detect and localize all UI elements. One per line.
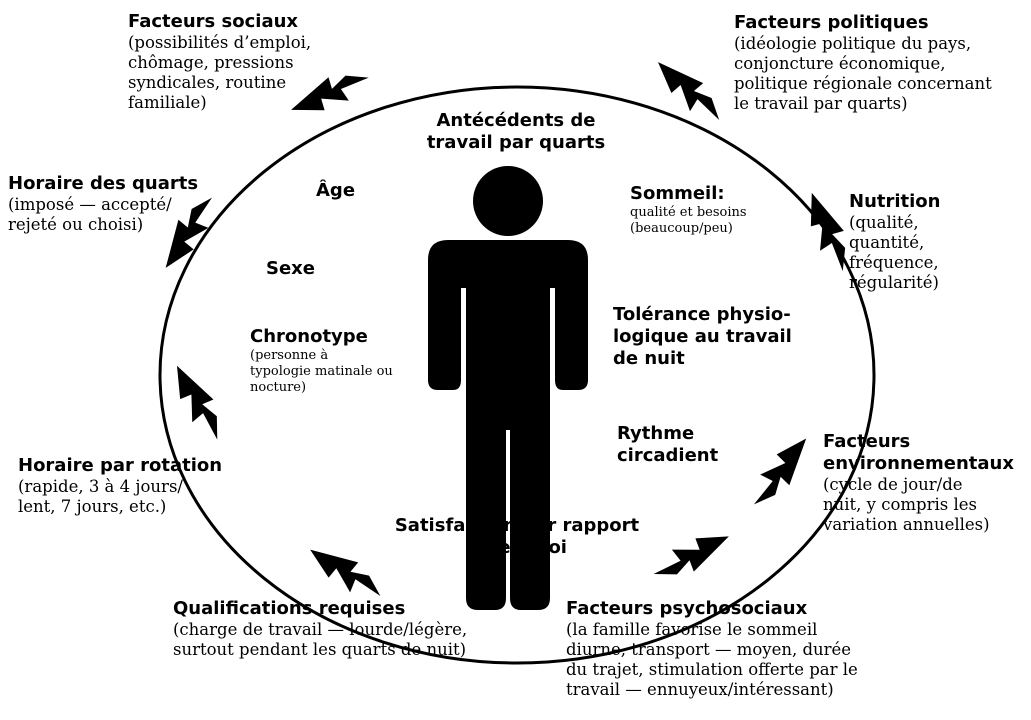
factor-history-title: travail par quarts	[426, 132, 606, 153]
factor-sleep-line: qualité et besoins	[630, 205, 747, 220]
factor-political-line: le travail par quarts)	[734, 94, 908, 113]
factor-nutrition-line: (qualité,	[849, 213, 919, 232]
factor-schedule: Horaire des quarts (imposé — accepté/ re…	[8, 173, 198, 235]
factor-history: Antécédents de travail par quarts	[408, 110, 624, 154]
person-icon	[428, 166, 588, 610]
factor-social-title: Facteurs sociaux	[128, 11, 299, 32]
factor-environmental-line: (cycle de jour/de	[823, 475, 963, 494]
factor-qualifications: Qualifications requises (charge de trava…	[173, 598, 467, 660]
factor-qualifications-line: surtout pendant les quarts de nuit)	[173, 640, 467, 659]
factor-environmental-line: nuit, y compris les	[823, 495, 977, 514]
factor-age-title: Âge	[316, 180, 356, 201]
factor-environmental-title: environnementaux	[823, 453, 1014, 474]
factor-satisfaction: Satisfaction par rapport à l’emploi	[352, 515, 682, 559]
factor-tolerance-title: de nuit	[613, 348, 685, 369]
factor-psychosocial-line: (la famille favorise le sommeil	[566, 620, 818, 639]
factor-tolerance-title: logique au travail	[613, 326, 792, 347]
factor-social-line: familiale)	[128, 93, 207, 112]
factor-psychosocial-line: travail — ennuyeux/intéressant)	[566, 680, 834, 699]
factor-nutrition-line: régularité)	[849, 273, 939, 292]
arrow-political-icon	[647, 52, 731, 130]
factor-rhythm-title: circadient	[617, 445, 719, 466]
factor-nutrition-line: quantité,	[849, 233, 925, 252]
factor-political: Facteurs politiques (idéologie politique…	[734, 12, 992, 114]
factor-chronotype-line: typologie matinale ou	[250, 364, 393, 379]
arrow-rotation-icon	[162, 358, 233, 446]
factor-chronotype: Chronotype (personne à typologie matinal…	[250, 326, 393, 396]
factor-political-line: politique régionale concernant	[734, 74, 992, 93]
factor-nutrition-line: fréquence,	[849, 253, 939, 272]
factor-rhythm-title: Rythme	[617, 423, 695, 444]
factor-nutrition-title: Nutrition	[849, 191, 941, 212]
factor-schedule-line: rejeté ou choisi)	[8, 215, 144, 234]
factor-history-title: Antécédents de	[436, 110, 596, 131]
factor-sleep-title: Sommeil:	[630, 183, 725, 204]
factor-environmental: Facteurs environnementaux (cycle de jour…	[823, 431, 1014, 535]
factor-schedule-line: (imposé — accepté/	[8, 195, 172, 214]
factor-environmental-line: variation annuelles)	[823, 515, 990, 534]
factor-sleep: Sommeil: qualité et besoins (beaucoup/pe…	[630, 183, 747, 237]
factor-tolerance-title: Tolérance physio-	[613, 304, 791, 325]
factor-rotation: Horaire par rotation (rapide, 3 à 4 jour…	[18, 455, 222, 517]
factor-social-line: syndicales, routine	[128, 73, 287, 92]
factor-political-line: (idéologie politique du pays,	[734, 34, 972, 53]
factor-tolerance: Tolérance physio- logique au travail de …	[613, 304, 792, 370]
factor-chronotype-line: (personne à	[250, 348, 329, 363]
factor-age: Âge	[316, 180, 355, 202]
factor-rhythm: Rythme circadient	[617, 423, 718, 467]
factor-rotation-title: Horaire par rotation	[18, 455, 223, 476]
factor-sex: Sexe	[266, 258, 315, 280]
arrow-environmental-icon	[744, 428, 817, 515]
factor-sleep-line: (beaucoup/peu)	[630, 221, 733, 236]
factor-social-line: (possibilités d’emploi,	[128, 33, 312, 52]
factor-qualifications-line: (charge de travail — lourde/légère,	[173, 620, 468, 639]
factor-rotation-line: (rapide, 3 à 4 jours/	[18, 477, 183, 496]
factor-political-line: conjoncture économique,	[734, 54, 946, 73]
factor-psychosocial-line: diurne, transport — moyen, durée	[566, 640, 852, 659]
factor-rotation-line: lent, 7 jours, etc.)	[18, 497, 167, 516]
factor-political-title: Facteurs politiques	[734, 12, 929, 33]
factor-nutrition: Nutrition (qualité, quantité, fréquence,…	[849, 191, 941, 293]
factor-schedule-title: Horaire des quarts	[8, 173, 199, 194]
factor-social-line: chômage, pressions	[128, 53, 294, 72]
factor-chronotype-line: nocture)	[250, 380, 307, 395]
factor-satisfaction-title: à l’emploi	[467, 537, 567, 558]
factor-psychosocial-title: Facteurs psychosociaux	[566, 598, 808, 619]
boundary-ellipse	[158, 85, 876, 665]
factor-environmental-title: Facteurs	[823, 431, 911, 452]
factor-psychosocial: Facteurs psychosociaux (la famille favor…	[566, 598, 858, 700]
factor-chronotype-title: Chronotype	[250, 326, 368, 347]
factor-satisfaction-title: Satisfaction par rapport	[394, 515, 640, 536]
factor-psychosocial-line: du trajet, stimulation offerte par le	[566, 660, 858, 679]
factor-social: Facteurs sociaux (possibilités d’emploi,…	[128, 11, 311, 113]
factor-sex-title: Sexe	[266, 258, 315, 279]
factor-qualifications-title: Qualifications requises	[173, 598, 406, 619]
